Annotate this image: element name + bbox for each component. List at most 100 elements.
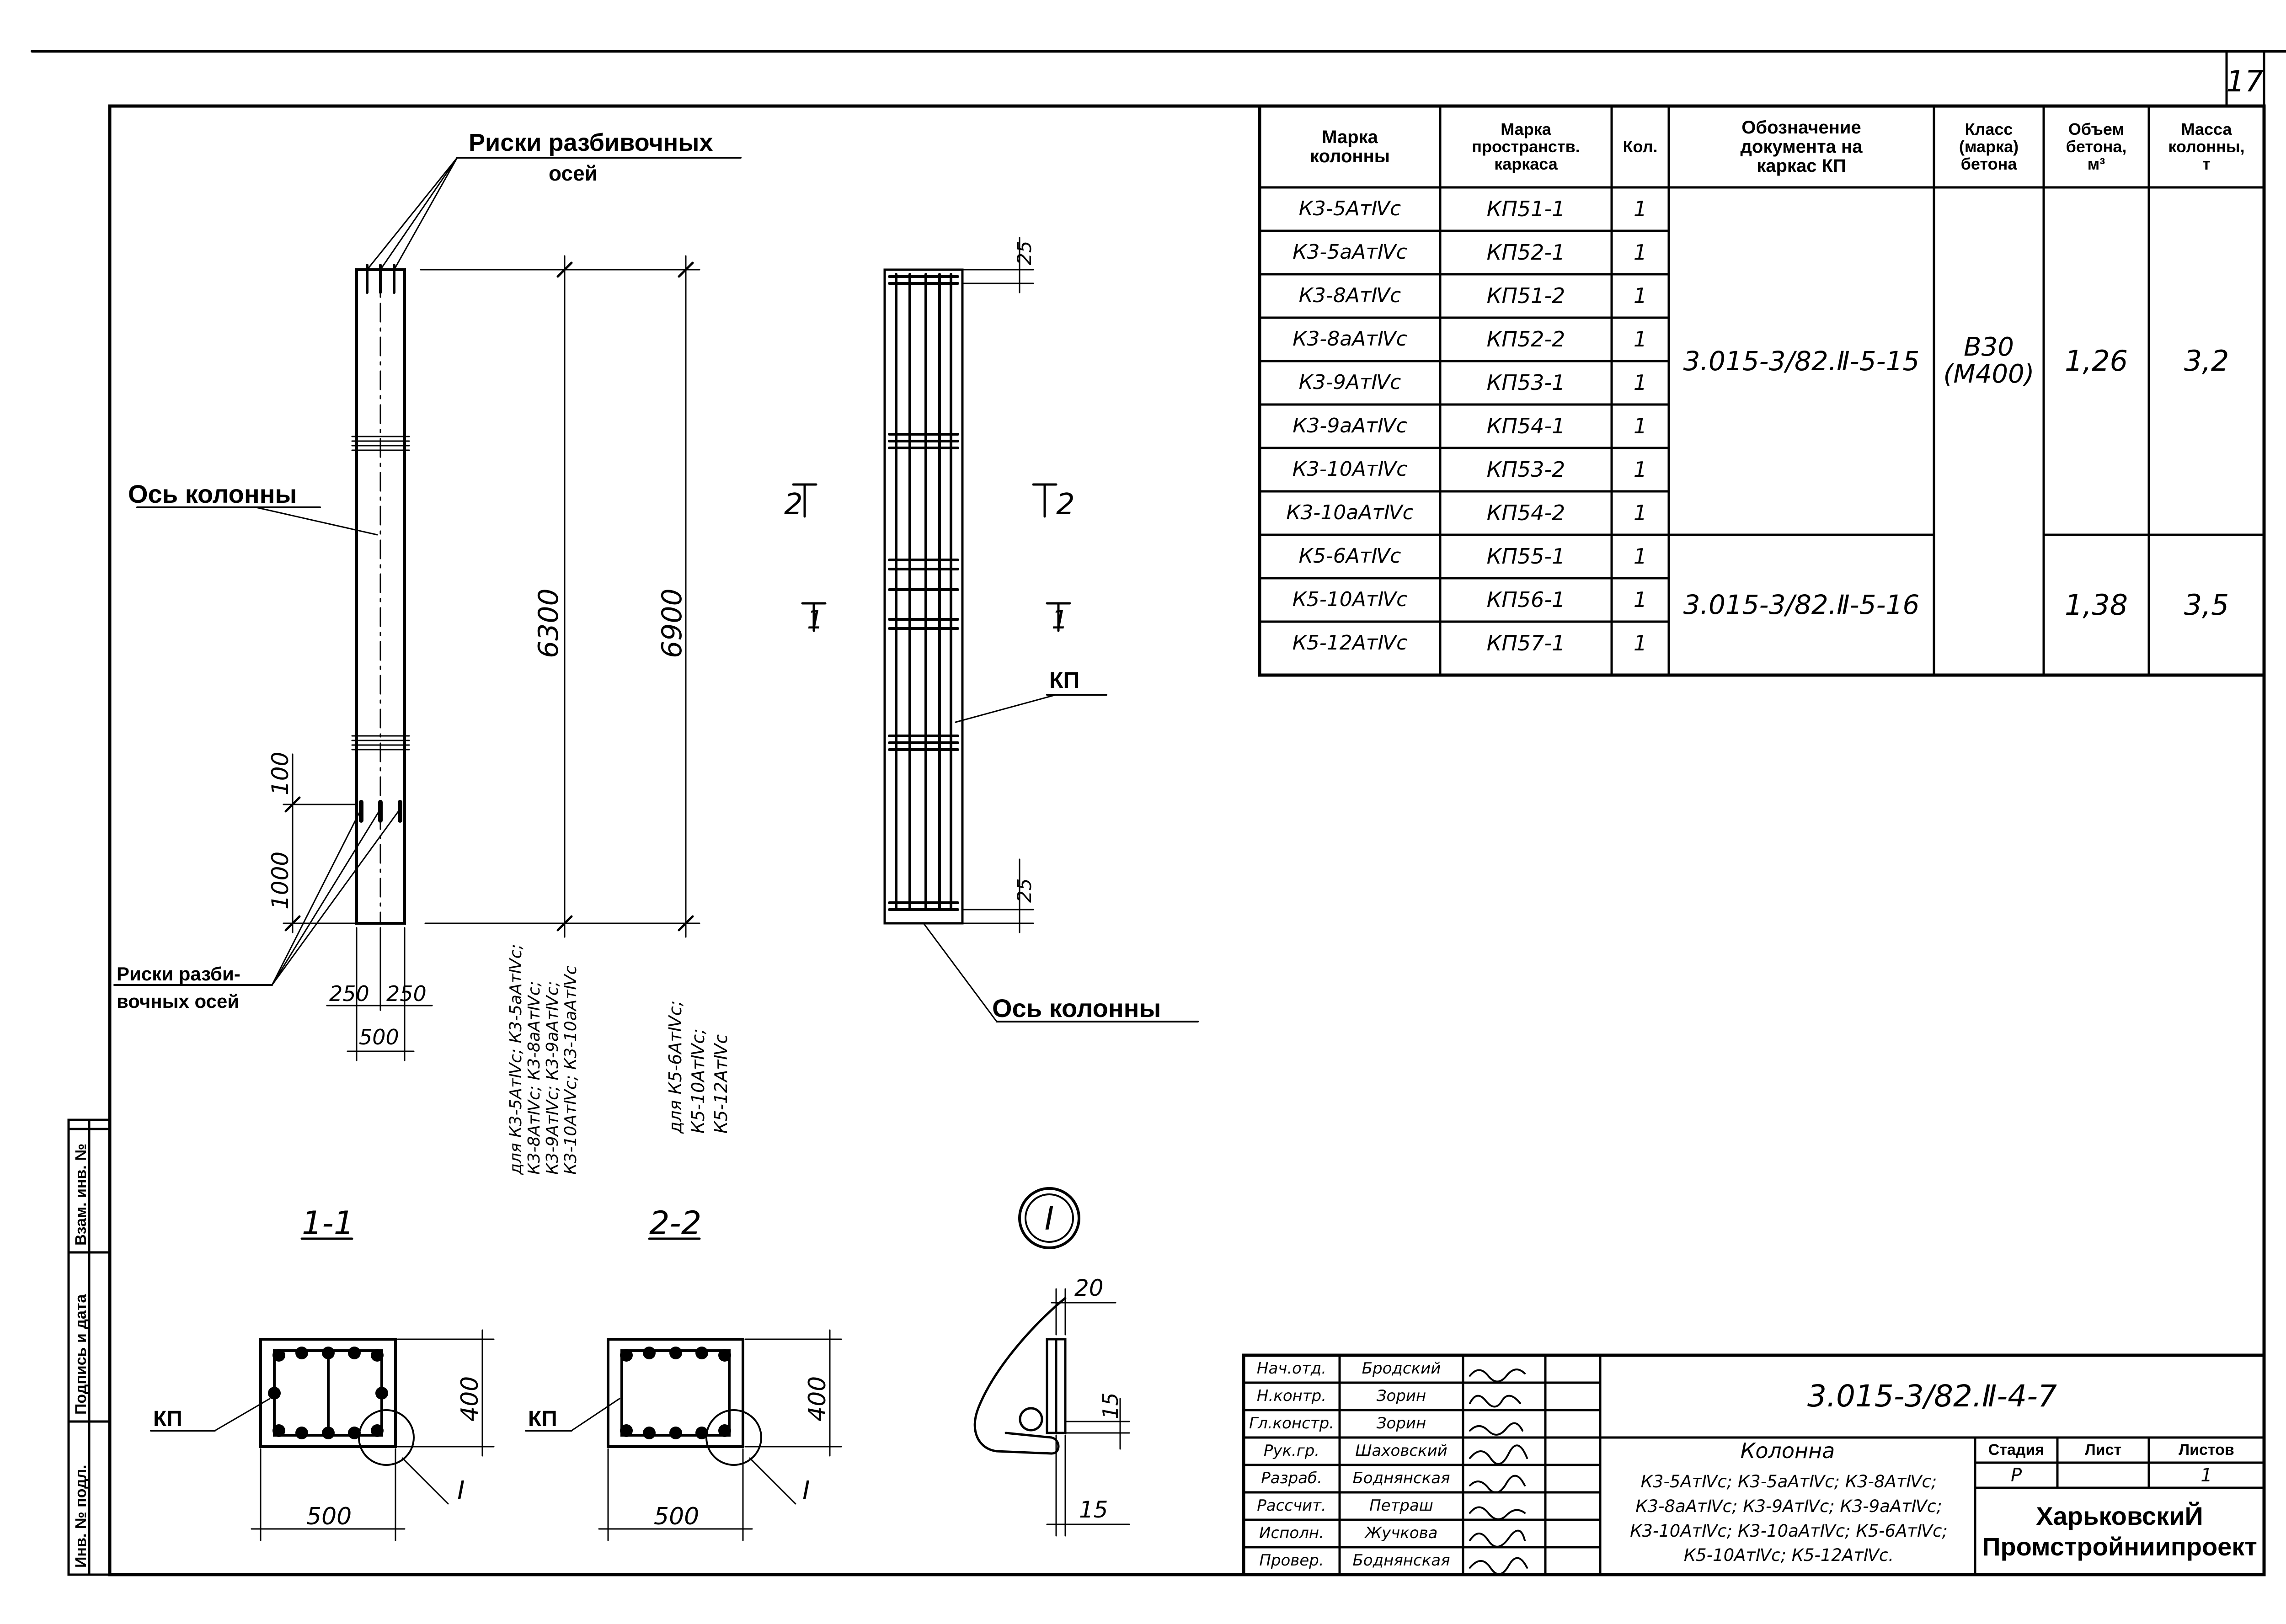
kp-label: КП — [1049, 667, 1079, 693]
drawing-title: Колонна — [1740, 1438, 1835, 1463]
signature-role: Разраб. — [1261, 1469, 1322, 1488]
s2-kp-label: КП — [528, 1407, 557, 1431]
row-frame: КП57-1 — [1486, 631, 1565, 656]
section-2-2 — [525, 1237, 842, 1541]
mass-group-2: 3,5 — [2184, 588, 2229, 622]
spec-header-mass: Масса колонны, т — [2168, 120, 2245, 173]
row-mark: К3-5АтⅣс — [1298, 197, 1401, 221]
note-b-3: К5-12АтⅣс — [711, 1034, 731, 1134]
doc-group-2: 3.015-3/82.Ⅱ-5-16 — [1683, 589, 1920, 621]
node-dim-15-b: 15 — [1079, 1496, 1108, 1523]
stamp-sign-label: Подпись и дата — [72, 1294, 90, 1415]
column-axis-label: Ось колонны — [128, 479, 297, 508]
column-elevation — [113, 157, 742, 986]
row-qty: 1 — [1633, 631, 1647, 656]
stamp-inv-label: Инв. № подл. — [72, 1464, 90, 1568]
row-qty: 1 — [1633, 240, 1647, 265]
title-block-grid — [1242, 1353, 2266, 1576]
spec-header-doc: Обозначение документа на каркас КП — [1740, 117, 1863, 176]
row-mark: К3-9АтⅣс — [1298, 371, 1401, 394]
cage-dim-25-a: 25 — [1013, 241, 1036, 265]
row-frame: КП54-1 — [1486, 414, 1565, 439]
row-qty: 1 — [1633, 457, 1647, 482]
volume-group-1: 1,26 — [2064, 344, 2128, 378]
row-frame: КП52-2 — [1486, 327, 1565, 352]
organization-name: ХарьковскиЙ Промстройниипроект — [1982, 1501, 2257, 1561]
section-2-2-title: 2-2 — [649, 1204, 701, 1242]
row-frame: КП53-2 — [1486, 457, 1565, 482]
row-qty: 1 — [1633, 197, 1647, 222]
volume-group-2: 1,38 — [2064, 588, 2128, 622]
s1-kp-label: КП — [153, 1407, 182, 1431]
signature-role: Нач.отд. — [1256, 1359, 1327, 1378]
note-b-2: К5-10АтⅣс; — [688, 1028, 708, 1134]
signature-role: Н.контр. — [1256, 1387, 1327, 1406]
row-mark: К3-8аАтⅣс — [1293, 327, 1407, 351]
row-qty: 1 — [1633, 283, 1647, 309]
frame — [31, 50, 2286, 1576]
node-mark: Ⅰ — [1045, 1200, 1054, 1237]
cut-1-right: 1 — [1052, 605, 1068, 635]
note-b-1: для К5-6АтⅣс; — [665, 1001, 685, 1134]
row-frame: КП54-2 — [1486, 501, 1565, 526]
dim-6900: 6900 — [656, 588, 688, 658]
marks-top-label: Риски разбивочных — [469, 129, 713, 156]
doc-group-1: 3.015-3/82.Ⅱ-5-15 — [1683, 345, 1920, 377]
row-qty: 1 — [1633, 370, 1647, 395]
stamp-replace-label: Взам. инв. № — [72, 1144, 90, 1246]
dim-500: 500 — [359, 1025, 399, 1049]
s1-node-ref: Ⅰ — [457, 1476, 465, 1506]
row-qty: 1 — [1633, 587, 1647, 612]
signature-name: Шаховский — [1355, 1442, 1447, 1460]
spec-table-grid — [1258, 104, 2266, 677]
row-mark: К3-8АтⅣс — [1298, 284, 1401, 308]
side-stamp — [67, 1118, 111, 1576]
dim-6300: 6300 — [533, 588, 565, 658]
reinforcement-cage — [792, 237, 1199, 1022]
mass-group-1: 3,2 — [2184, 344, 2229, 378]
row-qty: 1 — [1633, 544, 1647, 569]
signature-role: Исполн. — [1259, 1524, 1324, 1543]
signature-role: Гл.констр. — [1249, 1414, 1334, 1433]
s2-dim-400: 400 — [804, 1376, 831, 1422]
row-mark: К3-9аАтⅣс — [1293, 414, 1407, 438]
drawing-title-marks: К3-5АтⅣс; К3-5аАтⅣс; К3-8АтⅣс; К3-8аАтⅣс… — [1630, 1472, 1948, 1565]
signature-name: Зорин — [1376, 1414, 1426, 1433]
column-axis-label-2: Ось колонны — [992, 994, 1161, 1022]
stage-label: Стадия — [1988, 1441, 2045, 1459]
dim-1000: 1000 — [267, 852, 294, 910]
row-mark: К3-10аАтⅣс — [1286, 501, 1414, 525]
s1-dim-400: 400 — [456, 1376, 484, 1422]
marks-top-label-2: осей — [549, 161, 598, 185]
stage-value: Р — [2010, 1464, 2022, 1486]
row-frame: КП51-1 — [1486, 197, 1565, 222]
dim-250-b: 250 — [386, 981, 427, 1006]
node-dim-15-a: 15 — [1098, 1392, 1123, 1419]
height-dimensions — [420, 255, 700, 938]
spec-header-frame: Марка пространств. каркаса — [1472, 120, 1580, 173]
spec-header-qty: Кол. — [1623, 137, 1658, 156]
page-number: 17 — [2226, 65, 2264, 99]
signature-role: Рук.гр. — [1263, 1442, 1320, 1460]
node-dim-20: 20 — [1074, 1275, 1104, 1301]
concrete-class: В30 (М400) — [1943, 332, 2035, 389]
note-a-3: К3-9АтⅣс; К3-9аАтⅣс; — [543, 981, 562, 1175]
note-a-2: К3-8АтⅣс; К3-8аАтⅣс; — [525, 981, 544, 1175]
signature-role: Провер. — [1259, 1551, 1324, 1570]
row-qty: 1 — [1633, 414, 1647, 439]
row-qty: 1 — [1633, 327, 1647, 352]
signature-name: Боднянская — [1352, 1469, 1450, 1488]
cut-2-right: 2 — [1056, 488, 1075, 522]
row-mark: К5-12АтⅣс — [1292, 631, 1408, 655]
section-1-1 — [150, 1237, 495, 1541]
dim-100: 100 — [267, 752, 294, 795]
signature-name: Боднянская — [1352, 1551, 1450, 1570]
sheets-value: 1 — [2201, 1464, 2212, 1486]
signatures-handwriting — [1469, 1368, 1528, 1575]
spec-header-mark: Марка колонны — [1310, 127, 1390, 166]
row-mark: К3-10АтⅣс — [1292, 458, 1408, 481]
row-frame: КП53-1 — [1486, 370, 1565, 395]
signature-name: Петраш — [1369, 1496, 1433, 1515]
